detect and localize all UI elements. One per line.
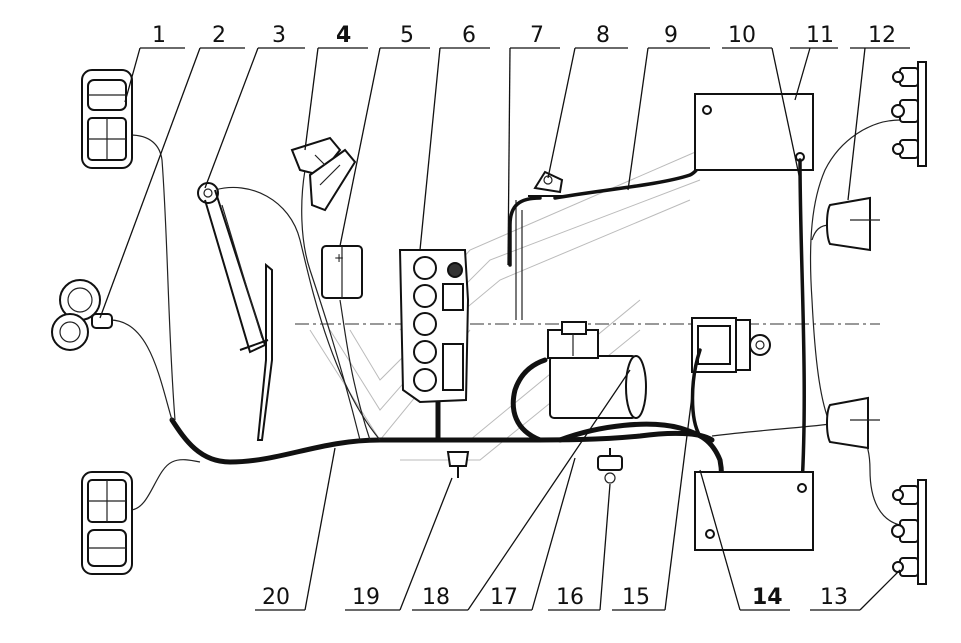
- battery-link-cable: [798, 158, 806, 487]
- leader-lines: [99, 47, 910, 611]
- callout-15: 15: [622, 585, 650, 610]
- callout-9: 9: [664, 23, 678, 48]
- wiper-assembly: [197, 182, 273, 441]
- switch-unit: [290, 136, 357, 212]
- callout-17: 17: [490, 585, 518, 610]
- rear-lamp-bottom: [826, 396, 880, 450]
- wire-relay-5: [339, 299, 371, 441]
- starter-motor: [547, 321, 647, 419]
- battery-top: [694, 93, 814, 171]
- horn: [51, 279, 113, 351]
- wire-headlamp-left-bottom: [129, 459, 201, 511]
- callout-11: 11: [806, 23, 834, 48]
- callout-3: 3: [272, 23, 286, 48]
- battery-bottom: [694, 471, 814, 551]
- callout-labels: 1 2 3 4 5 6 7 8 9 10 11 12 13 14 15 16 1…: [152, 23, 896, 610]
- wire-switch-4: [301, 169, 361, 441]
- alternator-cable: [690, 348, 702, 438]
- callout-5: 5: [400, 23, 414, 48]
- callout-2: 2: [212, 23, 226, 48]
- callout-20: 20: [262, 585, 290, 610]
- callout-12: 12: [868, 23, 896, 48]
- rear-lamp-top: [826, 196, 880, 252]
- combination-lamp-bottom: [891, 479, 927, 585]
- callout-14: 14: [752, 585, 783, 610]
- relay-box: +: [321, 245, 363, 299]
- wire-right-top-lamps: [809, 119, 901, 425]
- callout-16: 16: [556, 585, 584, 610]
- callout-18: 18: [422, 585, 450, 610]
- callout-10: 10: [728, 23, 756, 48]
- harness-branch-to-starter: [510, 357, 548, 443]
- svg-text:+: +: [334, 251, 344, 265]
- callout-13: 13: [820, 585, 848, 610]
- headlamp-top-left: [81, 69, 133, 169]
- combination-lamp-top: [891, 61, 927, 167]
- callout-6: 6: [462, 23, 476, 48]
- wire-wiper-motor: [214, 186, 381, 441]
- plug: [446, 451, 470, 478]
- callout-19: 19: [352, 585, 380, 610]
- callout-4: 4: [336, 23, 351, 48]
- cable-switch-to-panel: [508, 196, 542, 267]
- wire-headlamp-left-top: [129, 134, 176, 421]
- callout-8: 8: [596, 23, 610, 48]
- callout-1: 1: [152, 23, 166, 48]
- instrument-panel: [398, 249, 470, 404]
- alternator: [691, 317, 771, 373]
- callout-7: 7: [530, 23, 544, 48]
- wire-horn: [109, 319, 173, 421]
- headlamp-bottom-left: [81, 471, 133, 575]
- sensor: [597, 448, 623, 484]
